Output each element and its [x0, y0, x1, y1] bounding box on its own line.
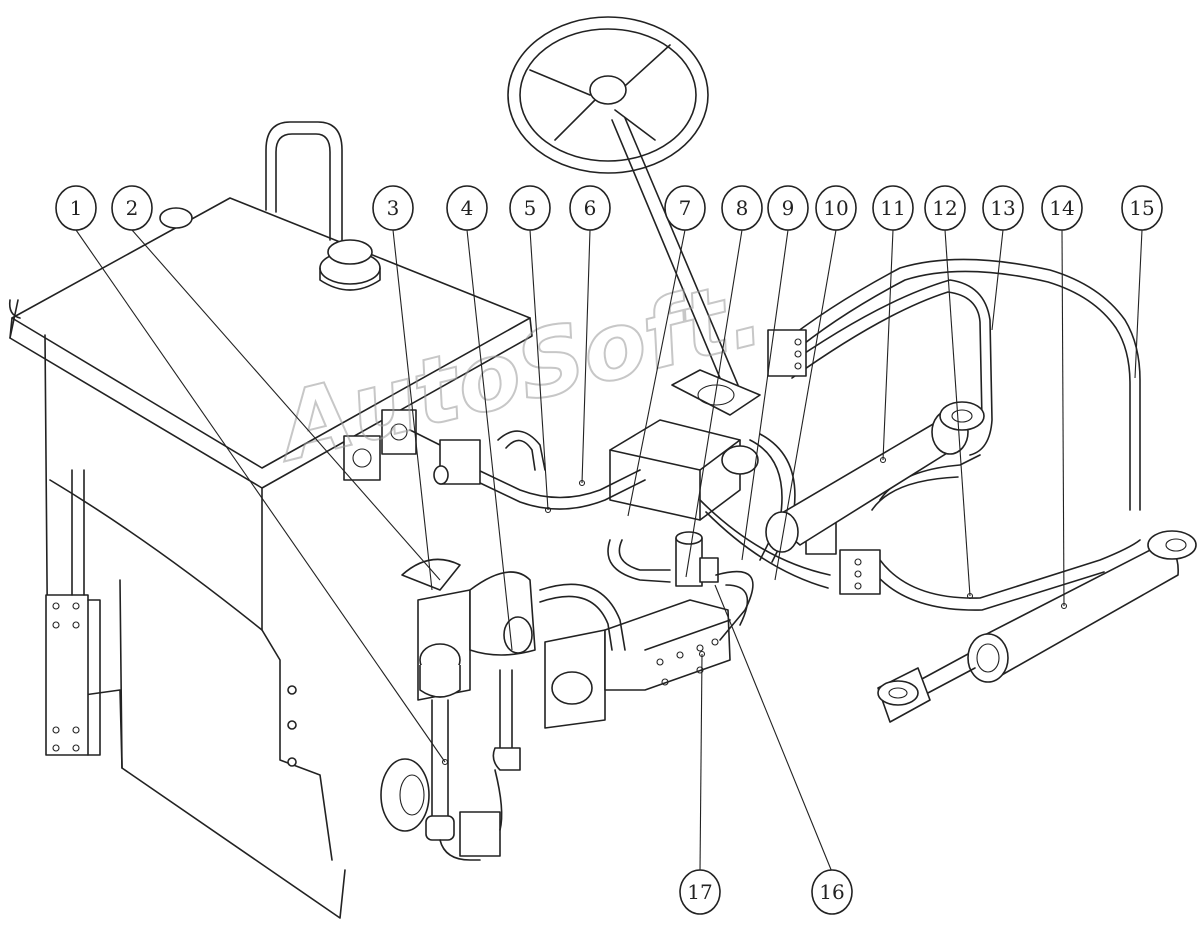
callout-6-label: 6 [584, 196, 597, 220]
callout-16: 16 [811, 869, 853, 915]
callout-15-label: 15 [1129, 196, 1154, 220]
callout-5: 5 [509, 185, 551, 231]
callout-6: 6 [569, 185, 611, 231]
callout-4-label: 4 [461, 196, 474, 220]
callout-11-label: 11 [880, 196, 905, 220]
tank-bolts [287, 685, 297, 767]
steering-wheel-column [507, 16, 761, 521]
leader-lines [75, 229, 1143, 873]
callout-3-label: 3 [387, 196, 400, 220]
callout-8-label: 8 [736, 196, 749, 220]
callout-2: 2 [111, 185, 153, 231]
callout-2-label: 2 [126, 196, 139, 220]
callout-1: 1 [55, 185, 97, 231]
callout-5-label: 5 [524, 196, 537, 220]
callout-12: 12 [924, 185, 966, 231]
callout-8: 8 [721, 185, 763, 231]
callout-11: 11 [872, 185, 914, 231]
callout-14-label: 14 [1049, 196, 1074, 220]
callout-1-label: 1 [70, 196, 83, 220]
hydraulic-pipes [409, 258, 1141, 611]
pump-assembly-left [401, 558, 536, 861]
callout-4: 4 [446, 185, 488, 231]
pump-assembly-right [539, 531, 754, 729]
callout-16-label: 16 [819, 880, 844, 904]
callout-14: 14 [1041, 185, 1083, 231]
callout-17: 17 [679, 869, 721, 915]
hydraulic-tank [8, 121, 533, 919]
callout-10-label: 10 [823, 196, 848, 220]
callout-9: 9 [767, 185, 809, 231]
callout-9-label: 9 [782, 196, 795, 220]
callout-10: 10 [815, 185, 857, 231]
callout-13-label: 13 [990, 196, 1015, 220]
callout-15: 15 [1121, 185, 1163, 231]
callout-3: 3 [372, 185, 414, 231]
callout-7: 7 [664, 185, 706, 231]
callout-12-label: 12 [932, 196, 957, 220]
callout-7-label: 7 [679, 196, 692, 220]
callout-17-label: 17 [687, 880, 712, 904]
callout-13: 13 [982, 185, 1024, 231]
